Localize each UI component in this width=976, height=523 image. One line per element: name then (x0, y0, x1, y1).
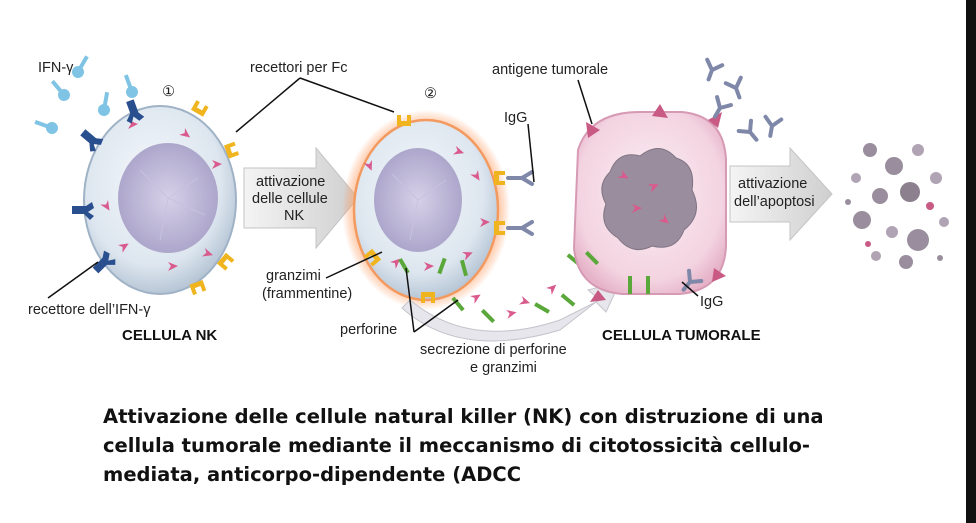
tumor-antigen-label: antigene tumorale (492, 62, 608, 78)
igg-label-bottom: IgG (700, 294, 723, 310)
tumor-cell-label: CELLULA TUMORALE (602, 327, 761, 344)
activation-nk-label-3: NK (284, 208, 304, 224)
tumor-cell (572, 57, 784, 302)
nk-cell-label: CELLULA NK (122, 327, 217, 344)
secretion-label-2: e granzimi (470, 360, 537, 376)
tumor-nucleus (601, 148, 697, 251)
ifn-receptor-label: recettore dell’IFN-γ (28, 302, 151, 318)
activation-arrow (243, 146, 359, 250)
tumor-antigens (586, 104, 726, 302)
perforins-label: perforine (340, 322, 397, 338)
pointer-lines (47, 77, 699, 333)
step-1-marker: ① (162, 84, 175, 100)
nk-cell-1 (72, 97, 240, 296)
apoptosis-label-1: attivazione (738, 176, 807, 192)
apoptosis-arrow (729, 146, 833, 242)
right-edge-bar (966, 0, 976, 523)
caption-line-1: Attivazione delle cellule natural killer… (103, 405, 824, 428)
step-2-marker: ② (424, 86, 437, 102)
secretion-label-1: secrezione di perforine (420, 342, 567, 358)
apoptosis-label-2: dell’apoptosi (734, 194, 815, 210)
ifn-gamma-label: IFN-γ (38, 60, 74, 76)
activation-nk-label-1: attivazione (256, 174, 325, 190)
activation-nk-label-2: delle cellule (252, 191, 328, 207)
tumor-perforins (584, 250, 650, 294)
nk-cell-2 (342, 110, 510, 310)
caption-line-2: cellula tumorale mediante il meccanismo … (103, 434, 811, 457)
fc-receptors-label: recettori per Fc (250, 60, 348, 76)
apoptotic-debris (845, 143, 949, 269)
caption-line-3: mediata, anticorpo-dipendente (ADCC (103, 463, 522, 486)
igg-label-top: IgG (504, 110, 527, 126)
granzymes-label-1: granzimi (266, 268, 321, 284)
granzymes-label-2: (frammentine) (262, 286, 352, 302)
figure-caption: Attivazione delle cellule natural killer… (103, 402, 923, 489)
